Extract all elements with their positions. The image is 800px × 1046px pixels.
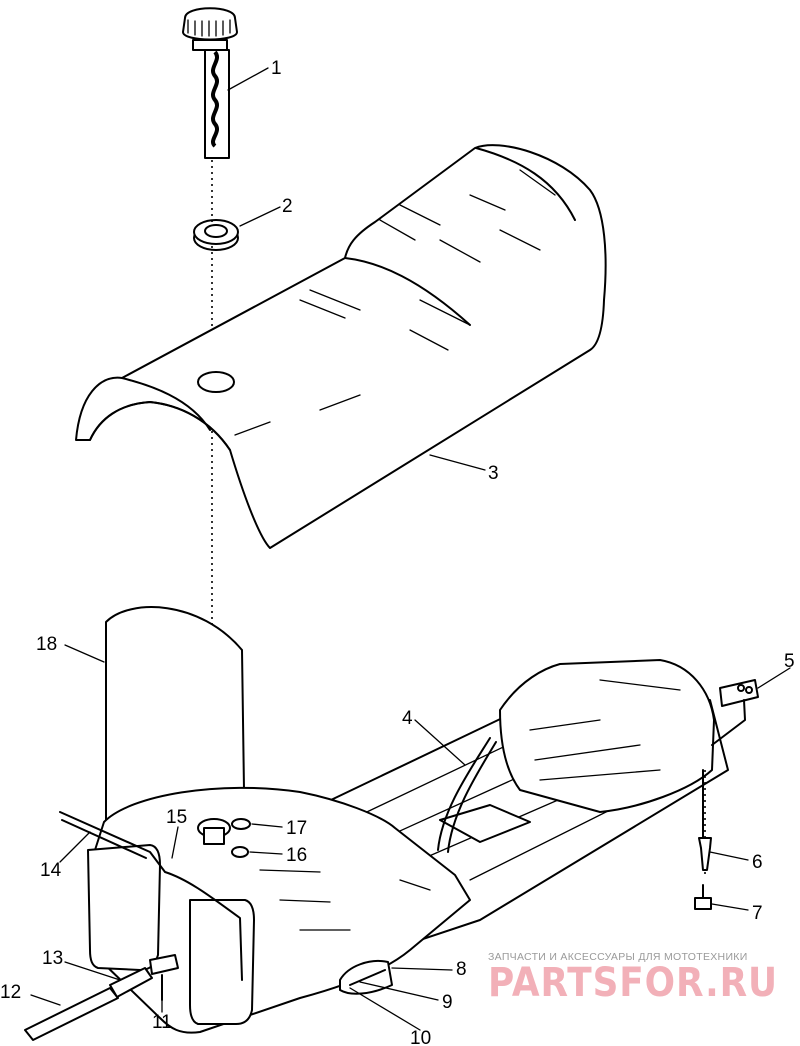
callout-9: 9 [442, 992, 453, 1013]
leader-lines [30, 67, 791, 1031]
callout-13: 13 [42, 948, 63, 969]
watermark: ЗАПЧАСТИ И АКСЕССУАРЫ ДЛЯ МОТОТЕХНИКИ PA… [488, 951, 778, 1006]
callout-15: 15 [166, 807, 187, 828]
callout-6: 6 [752, 852, 763, 873]
callout-labels: 1 2 3 4 5 6 7 8 9 10 11 12 13 14 15 16 1… [0, 58, 795, 1046]
grommet [193, 219, 239, 251]
watermark-brand: PARTSFOR.RU [488, 960, 778, 1006]
callout-16: 16 [286, 845, 307, 866]
callout-5: 5 [784, 651, 795, 672]
callout-18: 18 [36, 634, 57, 655]
callout-8: 8 [456, 959, 467, 980]
callout-11: 11 [152, 1012, 172, 1033]
seat [75, 144, 607, 549]
callout-10: 10 [410, 1028, 431, 1046]
callout-2: 2 [282, 196, 293, 217]
callout-3: 3 [488, 463, 499, 484]
fuel-cap-gauge [182, 7, 238, 159]
callout-1: 1 [271, 58, 282, 79]
callout-7: 7 [752, 903, 763, 924]
fuel-tank [24, 786, 471, 1041]
callout-14: 14 [40, 860, 62, 881]
watermark-tagline: ЗАПЧАСТИ И АКСЕССУАРЫ ДЛЯ МОТОТЕХНИКИ [488, 951, 748, 963]
callout-4: 4 [402, 708, 413, 729]
heat-shield [105, 606, 245, 821]
callout-17: 17 [286, 818, 307, 839]
callout-12: 12 [0, 982, 21, 1003]
